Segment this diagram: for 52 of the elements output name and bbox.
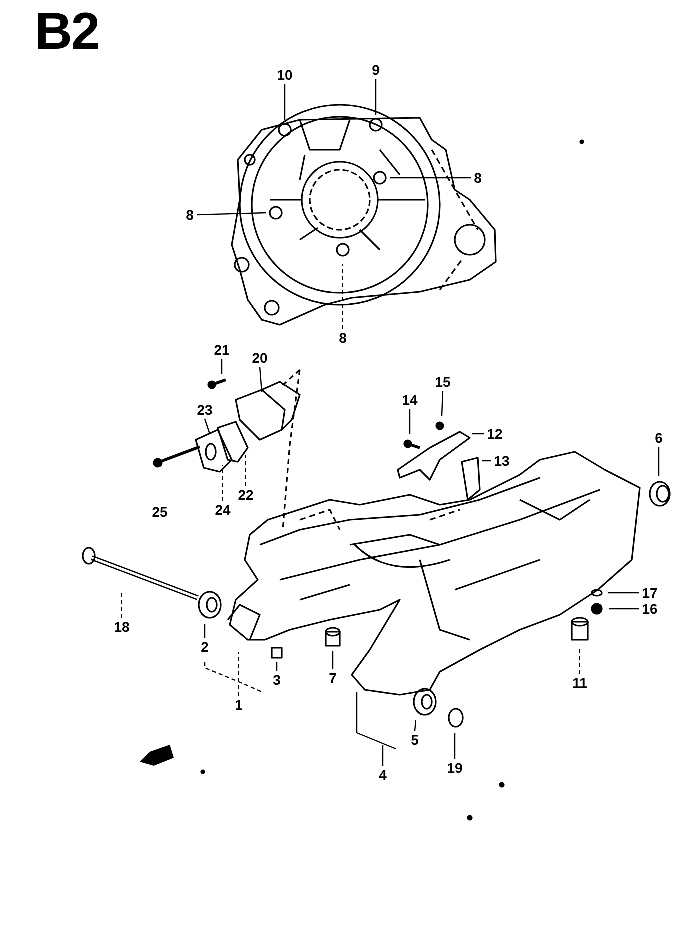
callout-number: 8 <box>184 207 196 223</box>
callout-number: 6 <box>653 430 665 446</box>
callout-number: 8 <box>472 170 484 186</box>
leader-line <box>238 652 240 696</box>
leader-line <box>204 624 206 638</box>
callout-number: 22 <box>236 487 256 503</box>
leader-line <box>196 212 266 216</box>
callout-number: 9 <box>370 62 382 78</box>
callout-number: 14 <box>400 392 420 408</box>
callout-number: 2 <box>199 639 211 655</box>
leader-line <box>259 366 263 392</box>
callout-number: 19 <box>445 760 465 776</box>
callout-number: 13 <box>492 453 512 469</box>
leader-line <box>382 745 384 766</box>
group-bracket <box>355 690 399 752</box>
leader-line <box>276 662 278 671</box>
leader-line <box>221 359 223 374</box>
callout-number: 12 <box>485 426 505 442</box>
leader-line <box>342 264 344 330</box>
callout-number: 5 <box>409 732 421 748</box>
leader-line <box>284 84 286 120</box>
callout-number: 17 <box>640 585 660 601</box>
callout-number: 15 <box>433 374 453 390</box>
leader-line <box>390 177 471 179</box>
title: B2 <box>35 2 99 62</box>
leader-line <box>204 418 211 434</box>
callout-number: 11 <box>570 675 590 691</box>
callout-number: 10 <box>275 67 295 83</box>
leader-line <box>441 390 444 416</box>
callout-number: 24 <box>213 502 233 518</box>
callout-number: 1 <box>233 697 245 713</box>
callout-number: 18 <box>112 619 132 635</box>
callout-number: 23 <box>195 402 215 418</box>
leader-line <box>332 651 334 669</box>
callout-number: 7 <box>327 670 339 686</box>
leader-line <box>472 433 484 435</box>
leader-line <box>609 608 639 610</box>
callout-number: 25 <box>151 504 169 520</box>
callout-number: 8 <box>337 330 349 346</box>
leader-line <box>454 733 456 759</box>
leader-line <box>375 79 377 115</box>
leader-line <box>409 409 411 434</box>
leader-line <box>608 592 639 594</box>
leader-line <box>414 720 417 732</box>
callout-number: 20 <box>250 350 270 366</box>
leader-line <box>658 447 660 476</box>
callout-number: 3 <box>271 672 283 688</box>
callout-number: 21 <box>212 342 232 358</box>
callout-number: 4 <box>377 767 389 783</box>
leader-line <box>482 460 491 462</box>
callout-number: 16 <box>640 601 660 617</box>
leader-line <box>222 464 224 502</box>
